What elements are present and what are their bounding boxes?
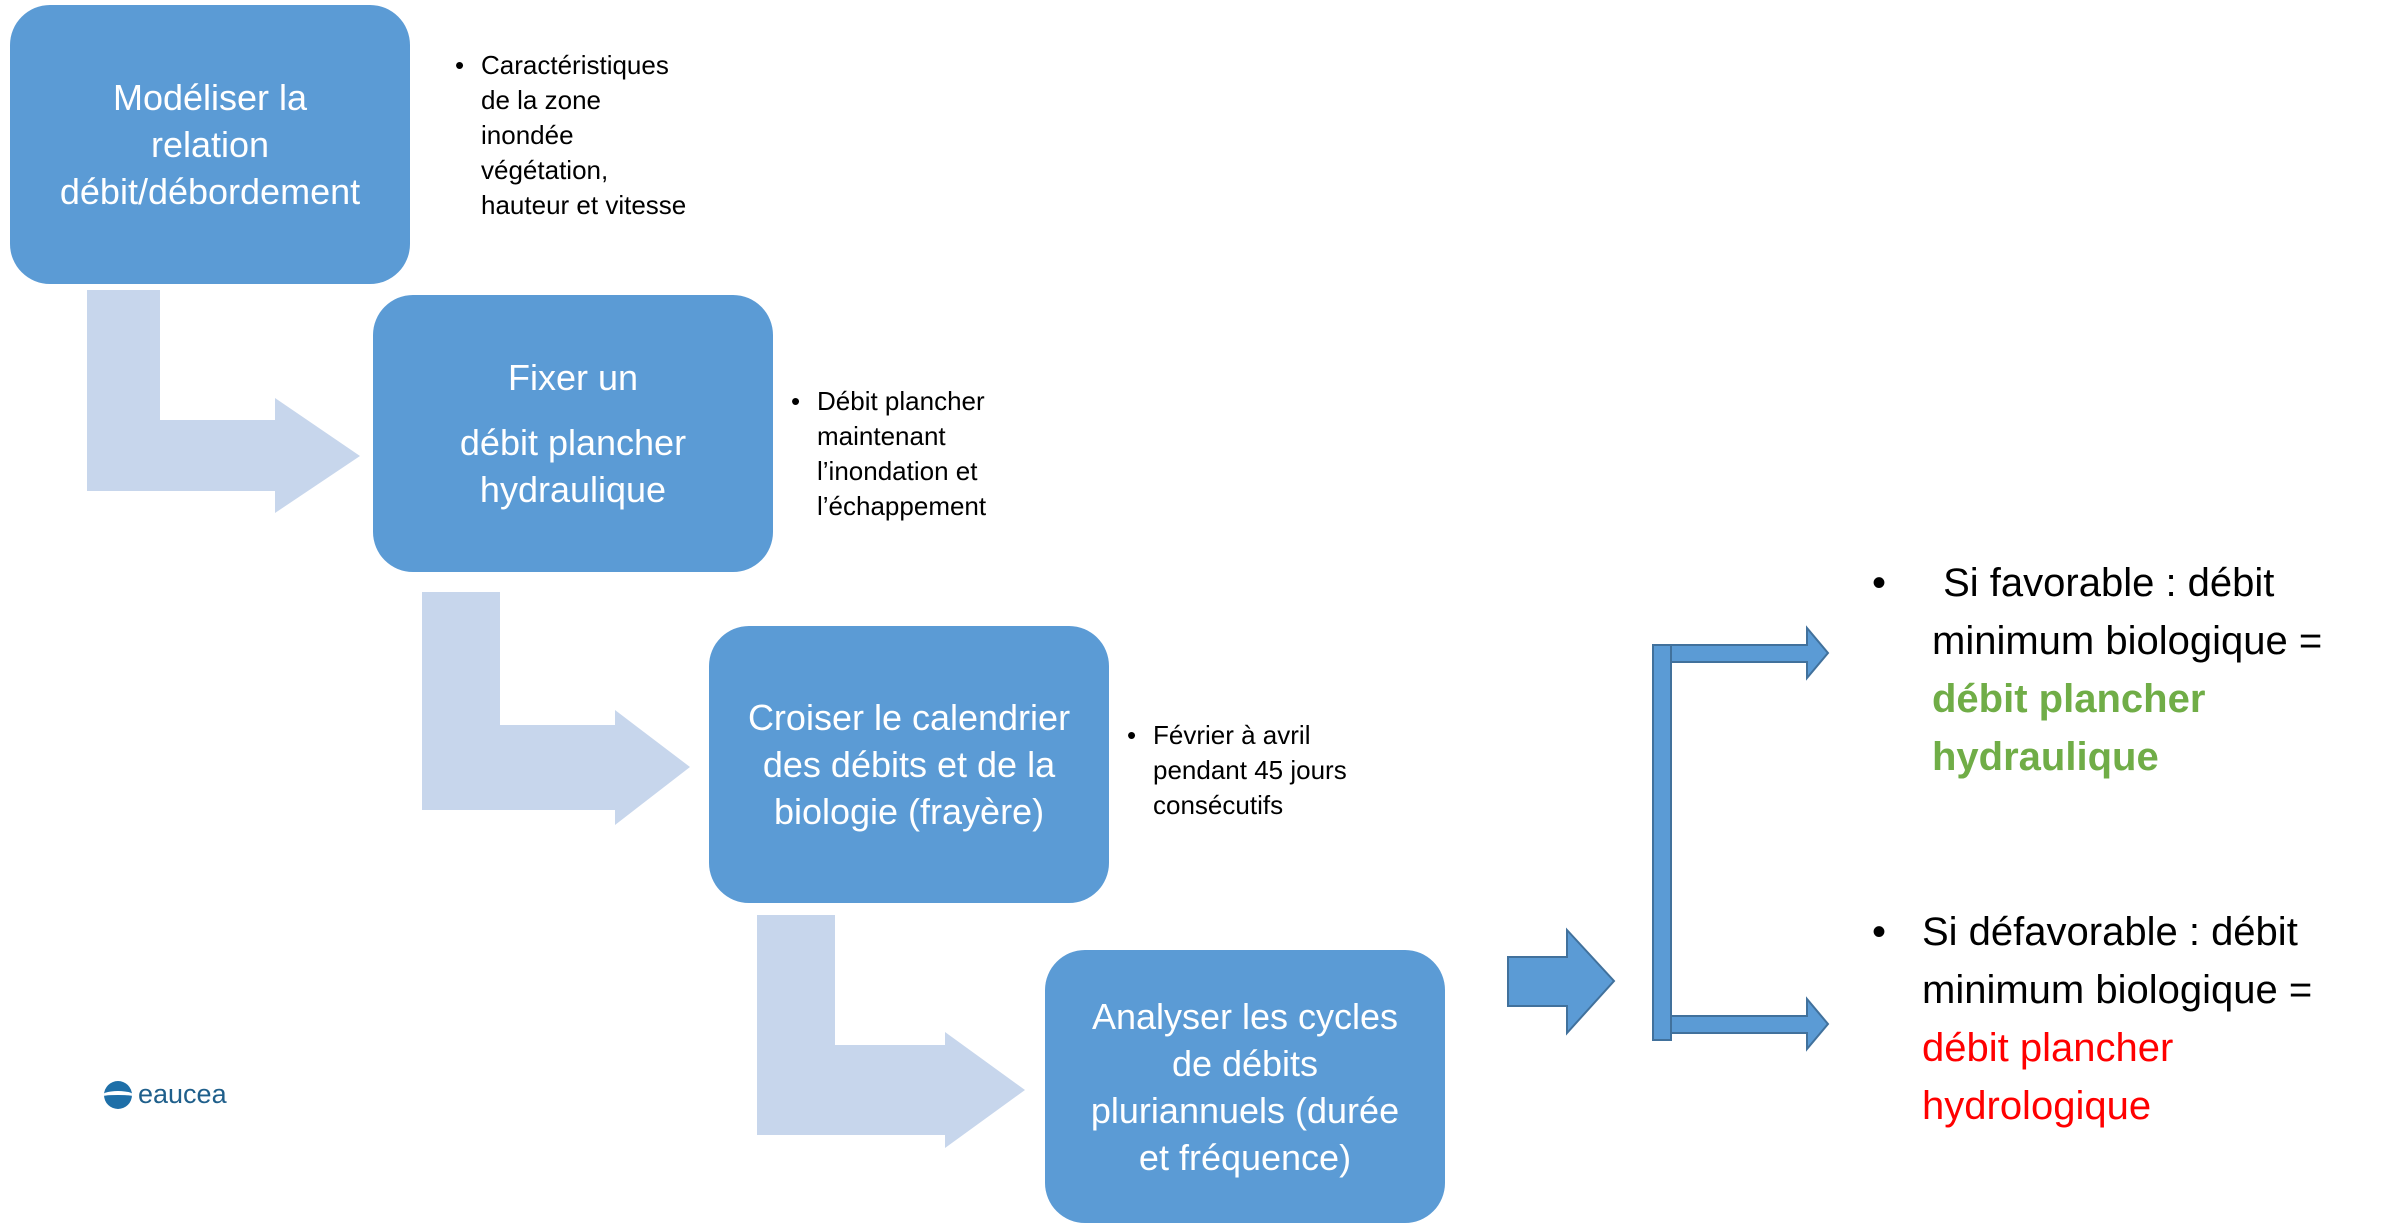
result-highlight: débit plancher [1932, 677, 2206, 721]
note-line: Débit plancher [817, 386, 985, 416]
step-text: débit plancher [459, 422, 687, 463]
note-floor-flow: • Débit plancher maintenant l’inondation… [791, 384, 986, 524]
note-line: végétation, [481, 155, 609, 185]
logo-text: eaucea [138, 1079, 227, 1109]
bracket-arrow-bottom [1670, 996, 1830, 1052]
result-line: minimum biologique = [1932, 619, 2323, 663]
bullet-glyph: • [791, 386, 801, 416]
note-line: Février à avril [1153, 720, 1311, 750]
wave-icon [104, 1080, 132, 1109]
step-text: des débits et de la [762, 744, 1056, 785]
bullet-glyph: • [1127, 720, 1137, 750]
result-favorable: • Si favorable : débit minimum biologiqu… [1872, 554, 2399, 794]
step-text: Modéliser la [112, 77, 308, 118]
step-box-calendar: Croiser le calendrier des débits et de l… [709, 626, 1109, 903]
result-line: Si favorable : débit [1932, 561, 2275, 605]
step-text: débit/débordement [59, 171, 361, 212]
result-highlight: débit plancher [1922, 1026, 2174, 1070]
note-line: de la zone [481, 85, 601, 115]
note-line: l’échappement [817, 491, 987, 521]
step-text: de débits [1171, 1042, 1319, 1084]
bullet-glyph: • [455, 50, 465, 80]
note-characteristics: • Caractéristiques de la zone inondée vé… [455, 48, 686, 223]
result-unfavorable: • Si défavorable : débit minimum biologi… [1872, 903, 2399, 1143]
note-calendar: • Février à avril pendant 45 jours consé… [1127, 718, 1347, 823]
step-text: hydraulique [479, 469, 667, 510]
step-text: relation [150, 124, 270, 165]
step-box-model: Modéliser la relation débit/débordement [10, 5, 410, 284]
result-highlight: hydrologique [1922, 1084, 2152, 1128]
note-line: hauteur et vitesse [481, 190, 687, 220]
step-text: Fixer un [507, 357, 639, 398]
bracket-vertical [1652, 644, 1672, 1041]
note-line: l’inondation et [817, 456, 978, 486]
step-text: biologie (frayère) [773, 791, 1045, 832]
result-line: Si défavorable : débit [1922, 910, 2298, 954]
result-highlight: hydraulique [1932, 735, 2159, 779]
connector-arrow-3 [757, 915, 1025, 1148]
step-text: et fréquence) [1138, 1136, 1352, 1178]
note-line: pendant 45 jours [1153, 755, 1347, 785]
note-line: consécutifs [1153, 790, 1284, 820]
step-box-cycles: Analyser les cycles de débits pluriannue… [1045, 950, 1445, 1223]
connector-arrow-2 [422, 592, 690, 825]
note-line: maintenant [817, 421, 946, 451]
bullet-glyph: • [1872, 561, 1887, 605]
note-line: inondée [481, 120, 574, 150]
step-text: pluriannuels (durée [1090, 1089, 1400, 1131]
step-text: Analyser les cycles [1091, 995, 1399, 1037]
bullet-glyph: • [1872, 910, 1887, 954]
eaucea-logo: eaucea [104, 1079, 227, 1110]
block-arrow [1507, 927, 1616, 1036]
bracket-arrow-top [1670, 625, 1830, 681]
connector-arrow-1 [87, 290, 360, 513]
step-text: Croiser le calendrier [747, 697, 1071, 738]
step-box-floor-flow: Fixer un débit plancher hydraulique [373, 295, 773, 572]
result-line: minimum biologique = [1922, 968, 2313, 1012]
note-line: Caractéristiques [481, 50, 669, 80]
